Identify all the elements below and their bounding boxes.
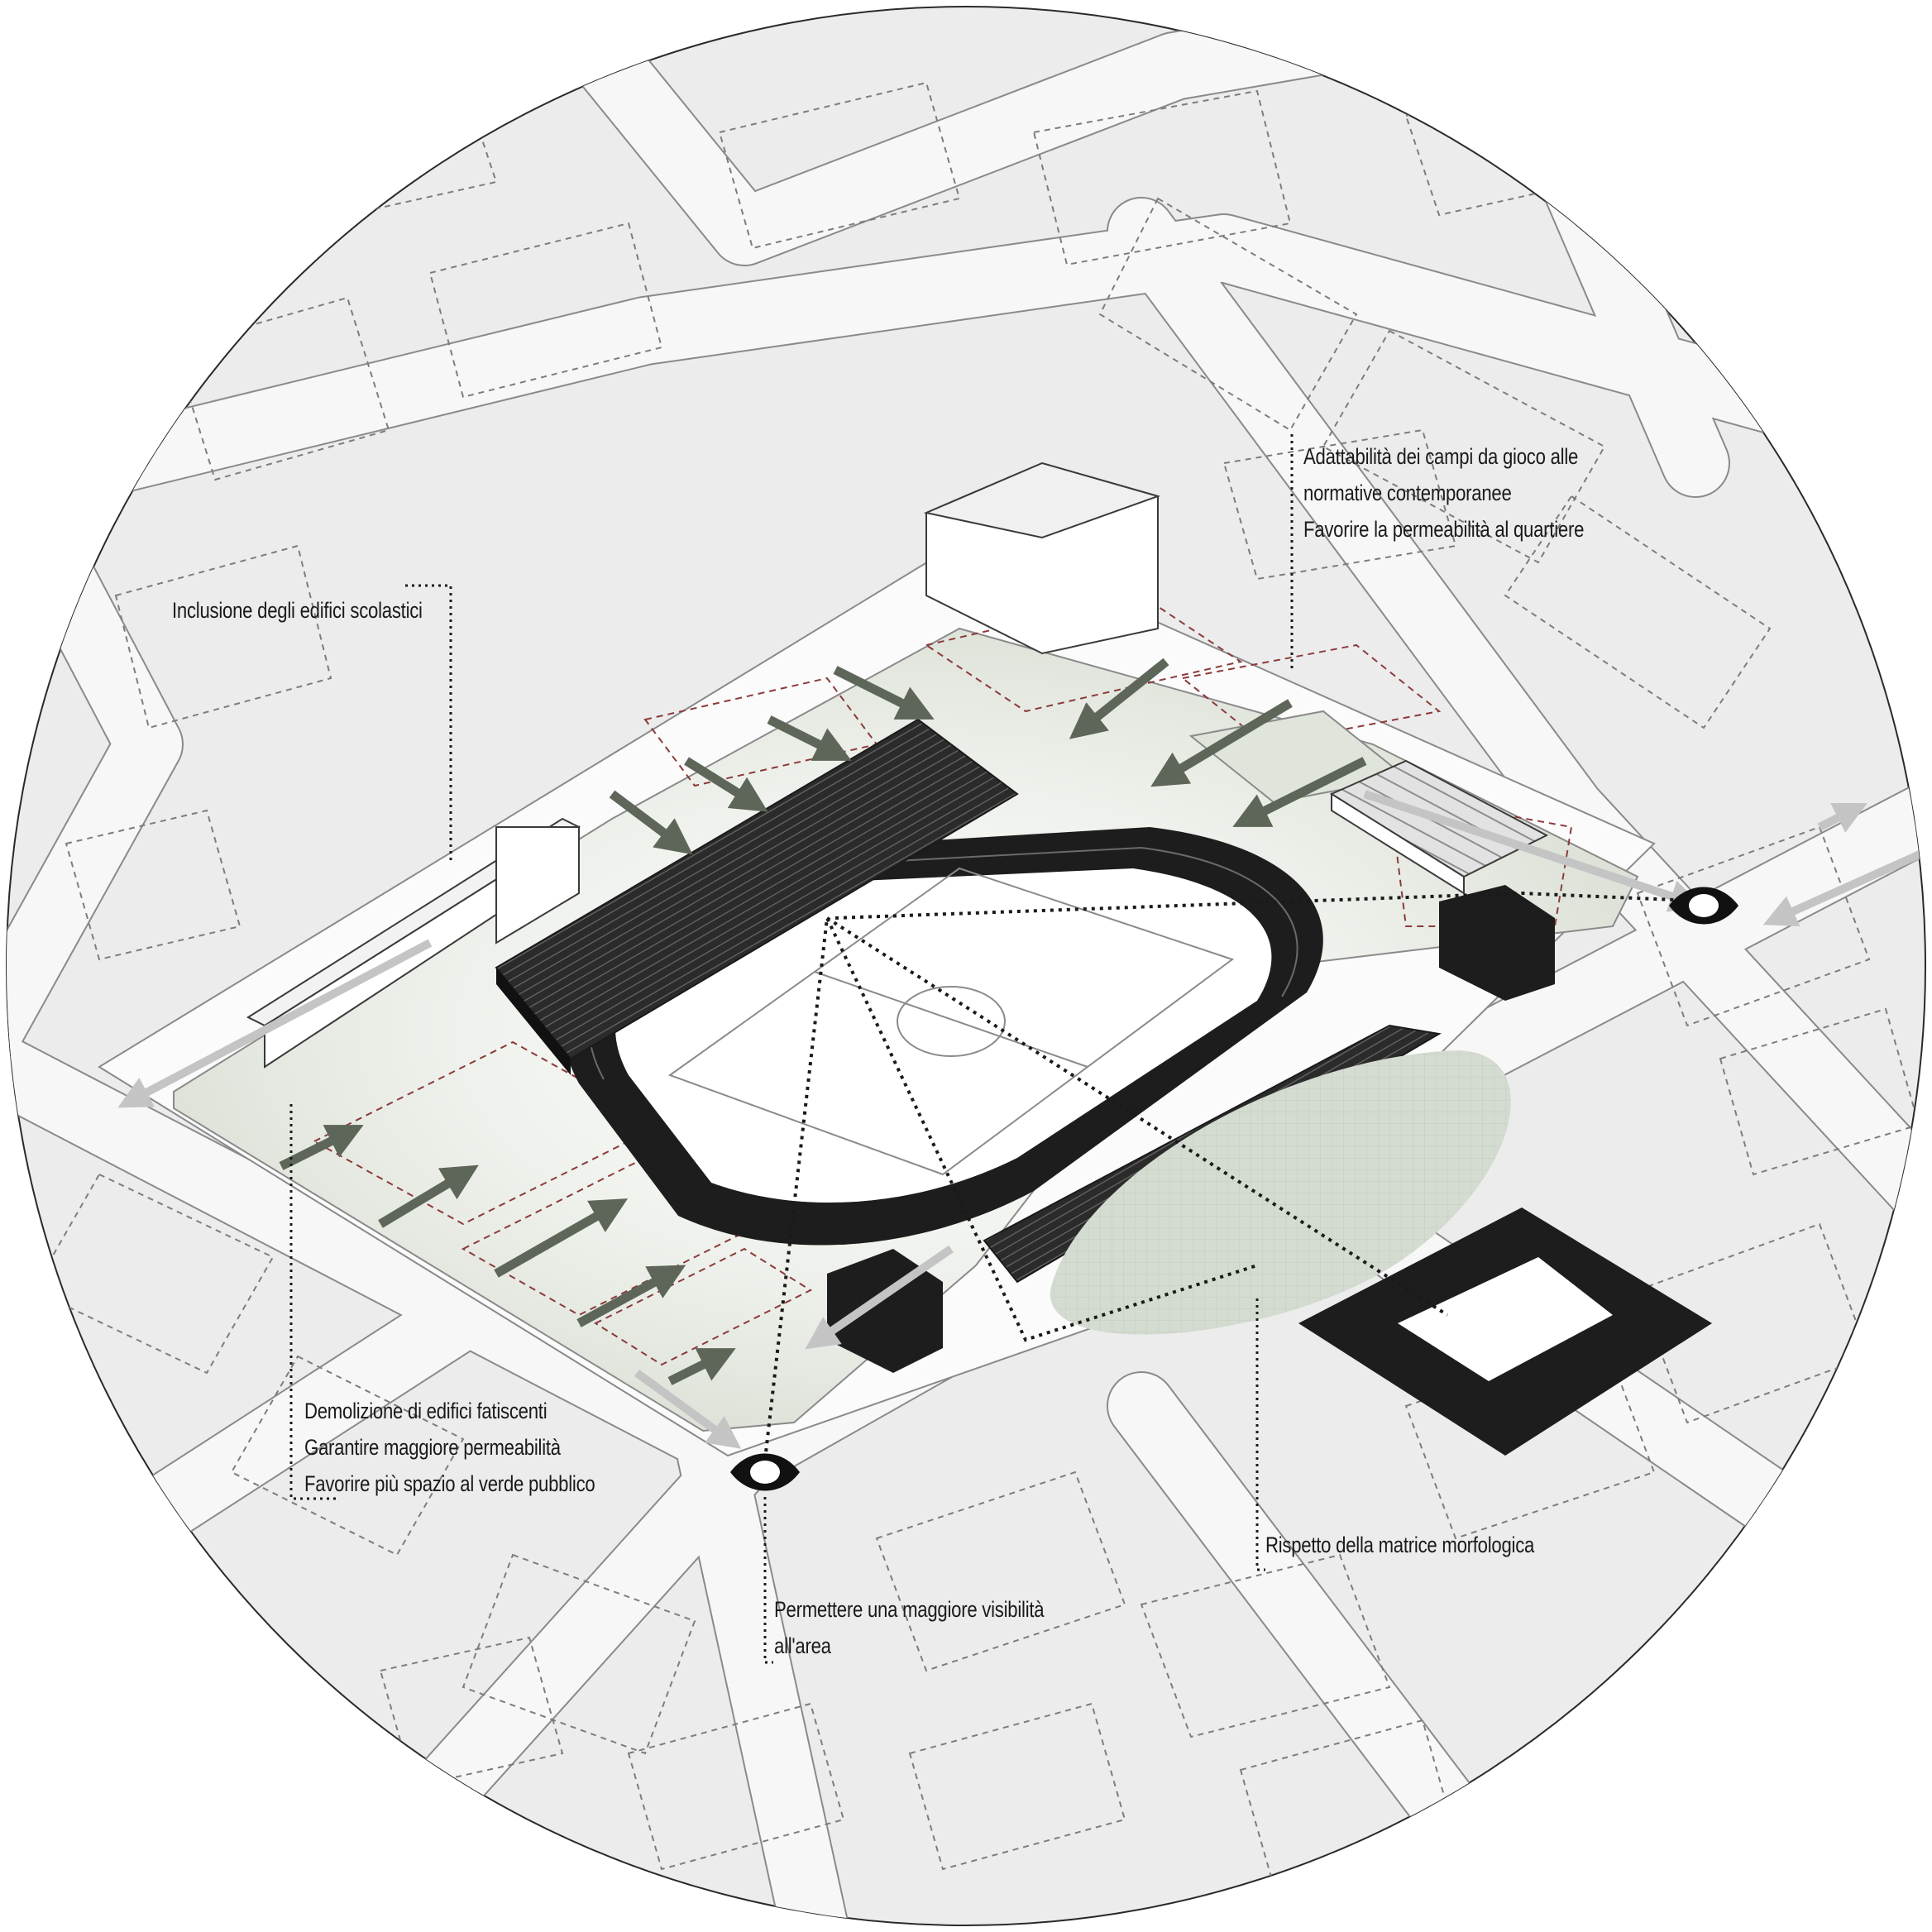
annotation-line: Adattabilità dei campi da gioco alle (1303, 444, 1579, 469)
annotation-line: Demolizione di edifici fatiscenti (304, 1399, 548, 1423)
black-building-east (1439, 885, 1555, 1001)
grandstand-north (495, 718, 1019, 1075)
tower-building (923, 461, 1161, 655)
annotation-leaders (289, 434, 1294, 1664)
annotation-morphology: Rispetto della matrice morfologica (1265, 1527, 1534, 1563)
green-arrows (279, 658, 1367, 1385)
annotation-line: normative contemporanee (1303, 481, 1512, 505)
annotation-fields: Adattabilità dei campi da gioco alle nor… (1303, 438, 1584, 548)
annotation-line: Favorire più spazio al verde pubblico (304, 1471, 595, 1496)
sight-lines (763, 891, 1713, 1461)
annotation-line: all'area (774, 1633, 831, 1658)
courtyard (1398, 1257, 1613, 1381)
eye-icon (1669, 887, 1738, 925)
annotation-visibility: Permettere una maggiore visibilità all'a… (774, 1591, 1045, 1664)
annotation-line: Rispetto della matrice morfologica (1265, 1533, 1535, 1557)
annotation-line: Inclusione degli edifici scolastici (172, 598, 423, 623)
black-building-south (827, 1249, 943, 1373)
annotation-line: Favorire la permeabilità al quartiere (1303, 517, 1585, 542)
annotation-line: Permettere una maggiore visibilità (774, 1597, 1045, 1622)
gridded-green (1050, 1050, 1511, 1335)
eye-icon (730, 1453, 800, 1491)
context-footprints (31, 81, 1920, 1887)
annotation-demolition: Demolizione di edifici fatiscenti Garant… (304, 1393, 595, 1502)
annotation-school: Inclusione degli edifici scolastici (172, 592, 423, 629)
flow-arrows (117, 790, 1925, 1449)
annotation-line: Garantire maggiore permeabilità (304, 1435, 561, 1460)
